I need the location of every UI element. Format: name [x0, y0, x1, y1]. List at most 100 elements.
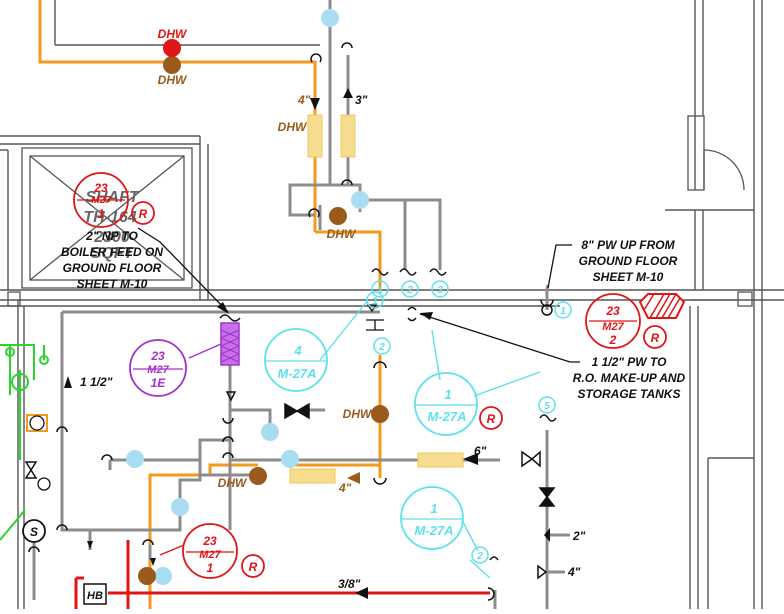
- label-dhw-lower: DHW: [218, 476, 248, 490]
- leader-arrow-2: [420, 312, 433, 320]
- small-devices: [26, 304, 384, 491]
- shaft-label-3: 2300: [93, 229, 130, 246]
- note-pw-to-ro-1: 1 1/2" PW TO: [592, 355, 667, 369]
- shaft-label-4: SQFT: [91, 245, 135, 262]
- tag-purple-bottom: 1E: [151, 376, 167, 390]
- tag-cyan-1-low[interactable]: 1 M-27A: [400, 486, 464, 550]
- tilde-breaks: [219, 268, 557, 561]
- small-tag-c2-a: 2: [378, 342, 385, 353]
- label-size-3-top: 3": [355, 93, 368, 107]
- tag-cyan-1-low-top: 1: [430, 501, 437, 516]
- tag-cyan-1-mid-r: R: [487, 412, 496, 426]
- green-piping: [0, 344, 49, 541]
- label-dhw-red: DHW: [158, 27, 188, 41]
- note-boiler-feed: 2" NP TO BOILER FEED ON GROUND FLOOR SHE…: [61, 229, 163, 291]
- pipe-end-hooks: [28, 42, 554, 601]
- hb-label: HB: [87, 590, 103, 602]
- tag-red-shaft-r: R: [139, 207, 148, 221]
- leader-arrow-1: [217, 302, 229, 314]
- tag-red-shaft[interactable]: 23 M27 1 R: [73, 172, 155, 228]
- small-tag-c5: 5: [544, 401, 550, 412]
- tag-purple-top: 23: [150, 349, 165, 363]
- note-pw-up-1: 8" PW UP FROM: [581, 238, 675, 252]
- red-piping: [74, 540, 490, 609]
- note-pw-to-ro-2: R.O. MAKE-UP AND: [573, 371, 686, 385]
- tag-purple[interactable]: 23 M27 1E: [129, 339, 187, 397]
- note-boiler-feed-1: 2" NP TO: [85, 229, 138, 243]
- tag-purple-mid: M27: [147, 364, 169, 376]
- label-dhw-middle: DHW: [343, 407, 373, 421]
- valves: [24, 391, 556, 580]
- note-pw-up-3: SHEET M-10: [593, 270, 664, 284]
- tag-red-shaft-mid: M27: [91, 195, 111, 206]
- wall-box-right: [737, 291, 753, 307]
- small-tag-c1-right: 1: [372, 296, 378, 307]
- tag-red-shaft-bottom: 1: [98, 207, 105, 221]
- tag-red-bottom-top: 23: [202, 534, 217, 548]
- tag-red-bottom-r: R: [249, 560, 258, 574]
- tag-red-right-bottom: 2: [609, 333, 617, 347]
- heat-exchanger-c: [289, 468, 336, 484]
- tag-red-right-top: 23: [605, 304, 620, 318]
- gray-piping: [32, 0, 570, 609]
- tag-cyan-4-bottom: M-27A: [277, 366, 316, 381]
- tag-red-bottom-mid: M27: [199, 549, 221, 561]
- label-size-4-mid: 4": [338, 481, 352, 495]
- small-tag-c1-pw: 1: [560, 306, 566, 317]
- note-boiler-feed-4: SHEET M-10: [77, 277, 148, 291]
- tag-red-bottom-bottom: 1: [207, 561, 214, 575]
- label-dhw-brown-top: DHW: [158, 73, 188, 87]
- tag-cyan-1-mid[interactable]: 1 M-27A R: [414, 372, 503, 436]
- hose-bibb: HB: [83, 583, 107, 605]
- tag-red-right-mid: M27: [602, 321, 624, 333]
- shaft-box: [21, 147, 193, 289]
- small-tag-c1-shaft: 1: [377, 285, 383, 296]
- leader-lines: [137, 227, 580, 363]
- tag-red-right[interactable]: 23 M27 2 R: [585, 293, 667, 349]
- note-pw-to-ro: 1 1/2" PW TO R.O. MAKE-UP AND STORAGE TA…: [573, 355, 686, 401]
- tag-cyan-4[interactable]: 4 M-27A: [264, 328, 328, 392]
- red-hatched-device: [638, 293, 686, 319]
- heat-exchanger-b: [340, 114, 356, 158]
- pump-s: S: [22, 519, 46, 543]
- red-dhw-dot: [163, 39, 181, 57]
- small-tag-c2-b: 2: [476, 551, 483, 562]
- heat-exchanger-a: [307, 114, 323, 158]
- tag-cyan-1-mid-top: 1: [444, 387, 451, 402]
- tag-red-shaft-top: 23: [93, 181, 108, 195]
- label-size-1half: 1 1/2": [80, 375, 113, 389]
- note-pw-to-ro-3: STORAGE TANKS: [578, 387, 681, 401]
- cyan-dots: [126, 9, 369, 585]
- pump-s-label: S: [30, 525, 38, 539]
- label-size-4-top: 4": [297, 93, 311, 107]
- label-size-3-8: 3/8": [338, 577, 361, 591]
- tag-red-bottom[interactable]: 23 M27 1 R: [159, 523, 265, 579]
- flow-arrows: [64, 88, 550, 599]
- shaft-label-2: TH-164: [83, 209, 136, 226]
- label-size-2-right: 2": [572, 529, 586, 543]
- tag-cyan-1-low-bottom: M-27A: [414, 523, 453, 538]
- label-size-6: 6": [474, 444, 487, 458]
- note-boiler-feed-2: BOILER FEED ON: [61, 245, 163, 259]
- label-dhw-vertical: DHW: [278, 120, 308, 134]
- tag-cyan-4-top: 4: [293, 343, 302, 358]
- label-dhw-stack: DHW: [327, 227, 357, 241]
- note-boiler-feed-3: GROUND FLOOR: [63, 261, 162, 275]
- heat-exchanger-d: [417, 452, 464, 468]
- cyan-leaders: [319, 299, 541, 579]
- brown-dots: [138, 56, 389, 585]
- note-pw-up-2: GROUND FLOOR: [579, 254, 678, 268]
- tag-red-right-r: R: [651, 331, 660, 345]
- purple-equipment: [188, 322, 240, 366]
- door-swing: [687, 115, 745, 191]
- wall-box-left: [7, 291, 21, 307]
- tag-cyan-1-mid-bottom: M-27A: [427, 409, 466, 424]
- label-size-4-right: 4": [567, 565, 581, 579]
- small-cyan-tags: [366, 280, 572, 564]
- small-tag-c3-shaft: 3: [437, 285, 443, 296]
- tan-rectangles: [289, 114, 464, 484]
- note-pw-up: 8" PW UP FROM GROUND FLOOR SHEET M-10: [579, 238, 678, 284]
- small-tag-c2-shaft: 2: [406, 285, 413, 296]
